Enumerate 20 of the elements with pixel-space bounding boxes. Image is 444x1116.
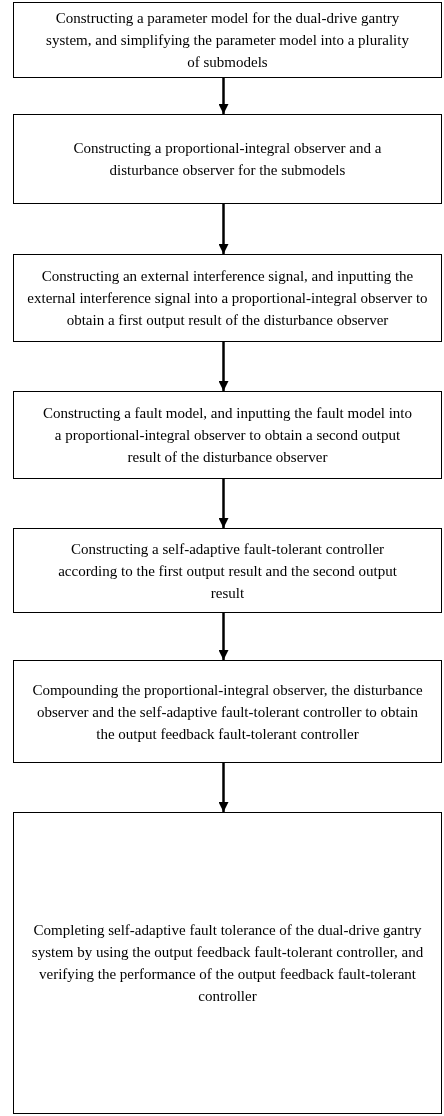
step-text: Completing self-adaptive fault tolerance of the dual-drive gantry system by using the output feedback fault-tolerant controller, and verifying the performance of the output feedback fault-tolerant controller <box>30 921 425 1006</box>
step-text: Constructing a fault model, and inputting the fault model into a proportional-integral observer to obtain a second output result of the disturbance observer <box>41 404 414 467</box>
process-box <box>13 2 442 78</box>
process-box <box>13 812 442 1114</box>
arrow <box>218 613 229 660</box>
step-text: Constructing a self-adaptive fault-tolerant controller according to the first output result and the second output result <box>57 539 398 603</box>
process-box <box>13 254 442 342</box>
process-box <box>13 528 442 613</box>
step-text: Constructing a parameter model for the dual-drive gantry system, and simplifying the parameter model into a plurality of submodels <box>45 9 410 72</box>
arrow <box>218 479 229 528</box>
arrow <box>218 342 229 391</box>
step-text: Constructing an external interference signal, and inputting the external interference signal into a proportional-integral observer to obtain a first output result of the disturbance observer <box>26 267 429 330</box>
process-box <box>13 660 442 763</box>
arrow <box>218 763 229 812</box>
process-box <box>13 391 442 479</box>
step-text: Constructing a proportional-integral observer and a disturbance observer for the submodels <box>72 139 383 180</box>
arrow <box>218 204 229 254</box>
process-box <box>13 114 442 204</box>
arrow <box>218 78 229 114</box>
step-text: Compounding the proportional-integral observer, the disturbance observer and the self-adaptive fault-tolerant controller to obtain the output feedback fault-tolerant controller <box>31 680 424 744</box>
